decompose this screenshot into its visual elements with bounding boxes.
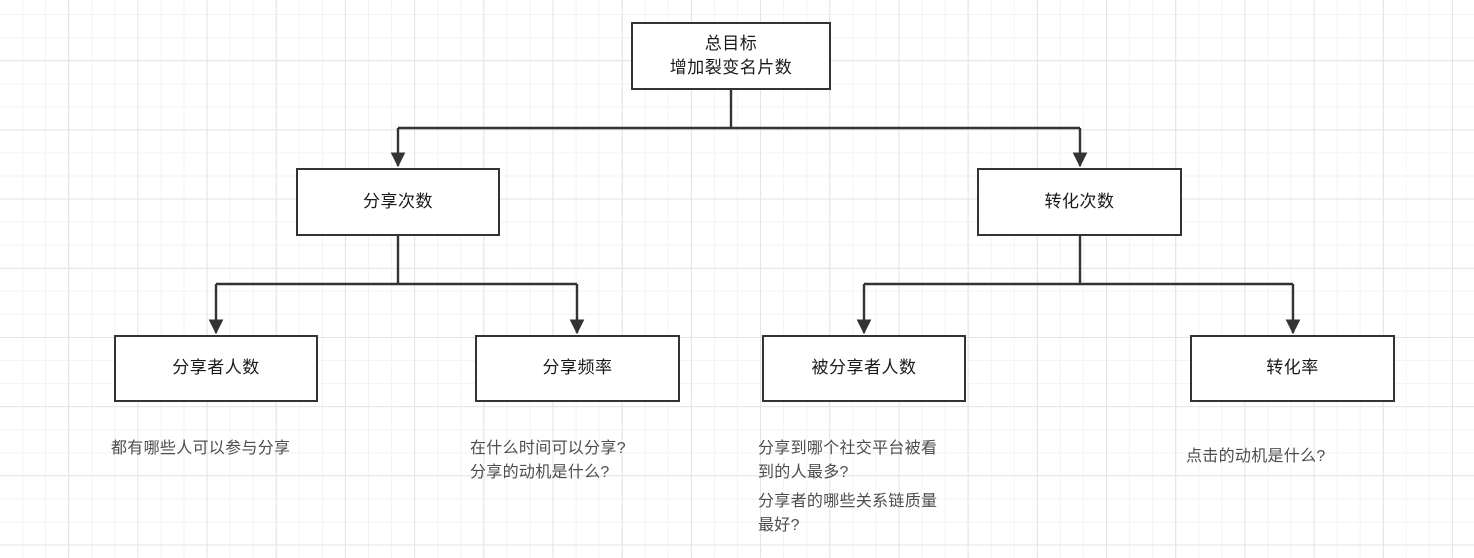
caption-receiver-count-platform: 分享到哪个社交平台被看 到的人最多? [758,440,938,482]
node-share-count[interactable]: 分享次数 [296,168,500,236]
node-share-frequency[interactable]: 分享频率 [475,335,680,402]
caption-conversion-rate: 点击的动机是什么? [1186,448,1326,465]
caption-sharer-count: 都有哪些人可以参与分享 [111,440,291,457]
node-receiver-count[interactable]: 被分享者人数 [762,335,966,402]
node-conversion-count[interactable]: 转化次数 [977,168,1182,236]
node-root-total-goal[interactable]: 总目标 增加裂变名片数 [631,22,831,90]
caption-share-frequency: 在什么时间可以分享? 分享的动机是什么? [470,440,626,482]
caption-receiver-count-relation: 分享者的哪些关系链质量 最好? [758,493,938,535]
node-sharer-count[interactable]: 分享者人数 [114,335,318,402]
node-conversion-rate[interactable]: 转化率 [1190,335,1395,402]
